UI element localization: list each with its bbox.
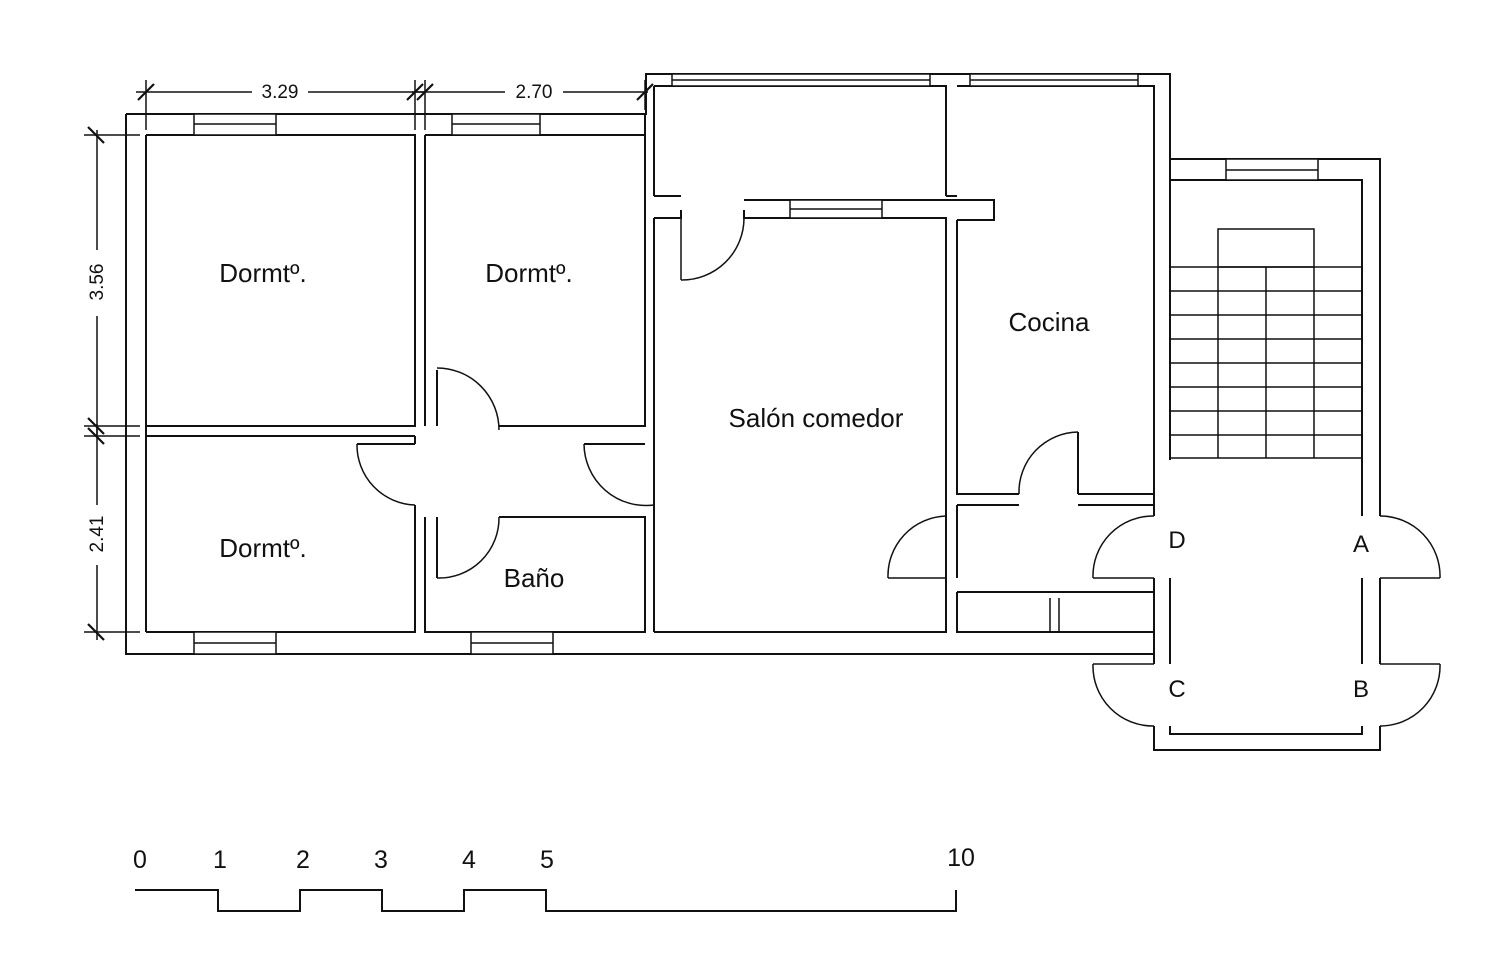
stair-landing	[1153, 578, 1381, 751]
unit-label-c: C	[1168, 676, 1185, 703]
scale-label-2: 2	[296, 846, 310, 874]
dimension-top-right: 2.70	[516, 82, 553, 103]
scale-label-4: 4	[462, 846, 476, 874]
doors	[356, 217, 1441, 727]
scale-label-5: 5	[540, 846, 554, 874]
staircase	[1170, 228, 1362, 459]
room-label-dormitorio-3: Dormtº.	[219, 533, 307, 563]
scale-label-10: 10	[947, 844, 975, 872]
dimension-left-upper: 3.56	[87, 264, 108, 301]
windows	[193, 73, 1319, 655]
room-label-cocina: Cocina	[1009, 307, 1090, 337]
dimension-top-left: 3.29	[262, 82, 299, 103]
scale-label-3: 3	[374, 846, 388, 874]
unit-label-d: D	[1168, 527, 1185, 554]
scale-label-0: 0	[133, 846, 147, 874]
room-label-bano: Baño	[504, 563, 565, 593]
room-label-salon-comedor: Salón comedor	[729, 403, 904, 433]
dimension-lines	[84, 80, 654, 641]
room-label-dormitorio-1: Dormtº.	[219, 258, 307, 288]
scale-label-1: 1	[213, 846, 227, 874]
scale-bar: 0 1 2 3 4 5 10	[133, 844, 975, 912]
room-label-dormitorio-2: Dormtº.	[485, 258, 573, 288]
outer-walls	[125, 73, 1381, 655]
dimension-left-lower: 2.41	[87, 516, 108, 553]
unit-label-a: A	[1353, 531, 1369, 558]
unit-label-b: B	[1353, 676, 1369, 703]
